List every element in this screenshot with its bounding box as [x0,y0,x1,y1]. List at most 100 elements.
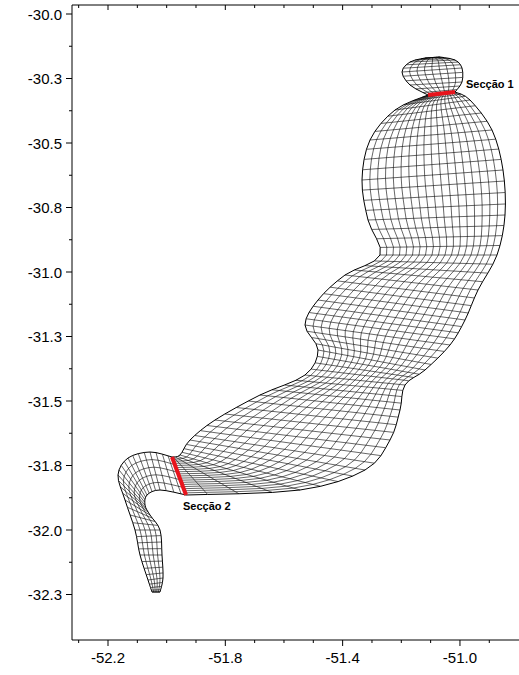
top-tick [78,5,79,8]
mesh-line [184,92,489,490]
minor-tick [69,433,72,434]
river-mesh [402,57,463,95]
mesh-line [156,453,166,491]
mesh-outline [172,92,505,495]
mesh-line [120,487,147,510]
x-tick-label: -51.4 [326,650,360,665]
mesh-line [183,93,475,487]
major-tick [66,78,72,79]
mesh-line [118,481,145,508]
mesh-line [428,92,455,95]
major-tick [66,272,72,273]
top-tick [225,5,226,10]
minor-tick [195,640,196,643]
section-lines [172,92,455,495]
minor-tick [430,640,431,643]
y-tick-label: -31.5 [28,394,62,409]
mesh-line [140,555,162,556]
minor-tick [69,46,72,47]
mesh-line [177,94,438,472]
mesh-line [150,452,160,490]
major-tick [66,143,72,144]
minor-tick [69,239,72,240]
major-tick [459,640,460,646]
mesh-line [139,548,162,549]
top-tick [108,5,109,10]
mesh-line [130,515,155,522]
top-tick [254,5,255,8]
x-tick-label: -51.0 [443,650,477,665]
mesh-line [152,592,160,593]
mesh-outline [402,57,463,95]
mesh-line [177,94,437,470]
mesh-line [142,561,163,562]
mesh-line [149,582,162,584]
minor-tick [69,368,72,369]
mesh-line [434,57,445,93]
minor-tick [69,110,72,111]
mesh-line [151,589,160,590]
mesh-line [129,467,178,592]
mesh-line [125,500,150,515]
mesh-line [123,460,174,592]
mesh-line [182,93,467,485]
mesh-line [436,57,449,93]
major-tick [66,336,72,337]
y-tick-label: -32.0 [28,523,62,538]
mesh-line [135,530,160,531]
mesh-line [137,536,162,537]
y-tick-label: -32.3 [28,587,62,602]
mesh-line [146,573,163,575]
mesh-line [151,586,162,587]
top-tick [371,5,372,8]
minor-tick [69,304,72,305]
y-tick-label: -31.3 [28,329,62,344]
mesh-line [432,58,442,94]
major-tick [66,594,72,595]
mesh-line [148,578,163,580]
mesh-outline [118,452,186,592]
top-axis-line [72,5,519,6]
mesh-line [181,93,454,480]
section-line [172,457,186,495]
major-tick [225,640,226,646]
y-tick-label: -30.8 [28,200,62,215]
top-tick [166,5,167,8]
x-tick-label: -52.2 [91,650,125,665]
major-tick [66,530,72,531]
mesh-line [124,461,145,497]
minor-tick [313,640,314,643]
section-line [428,92,455,95]
mesh-line [175,94,434,465]
section-label: Secção 1 [466,79,514,90]
mesh-line [123,493,149,512]
x-tick-label: -51.8 [208,650,242,665]
mesh-line [181,93,460,482]
minor-tick [69,175,72,176]
lagoon-mesh [172,92,505,495]
mesh-line [178,94,440,474]
mesh-line [119,470,145,502]
top-tick [489,5,490,8]
mesh-line [425,58,439,94]
y-tick-label: -30.3 [28,71,62,86]
mesh-line [144,567,163,568]
major-tick [66,401,72,402]
minor-tick [401,640,402,643]
mesh-line [185,92,497,493]
major-tick [66,207,72,208]
mesh-line [179,94,442,477]
minor-tick [254,640,255,643]
major-tick [66,465,72,466]
mesh-line [138,542,162,544]
top-tick [459,5,460,10]
y-tick-label: -30.0 [28,7,62,22]
minor-tick [69,562,72,563]
x-axis-line [72,640,519,641]
minor-tick [137,640,138,643]
y-axis-line [72,5,73,640]
mesh-line [184,93,483,489]
major-tick [342,640,343,646]
mesh-line [134,475,180,592]
